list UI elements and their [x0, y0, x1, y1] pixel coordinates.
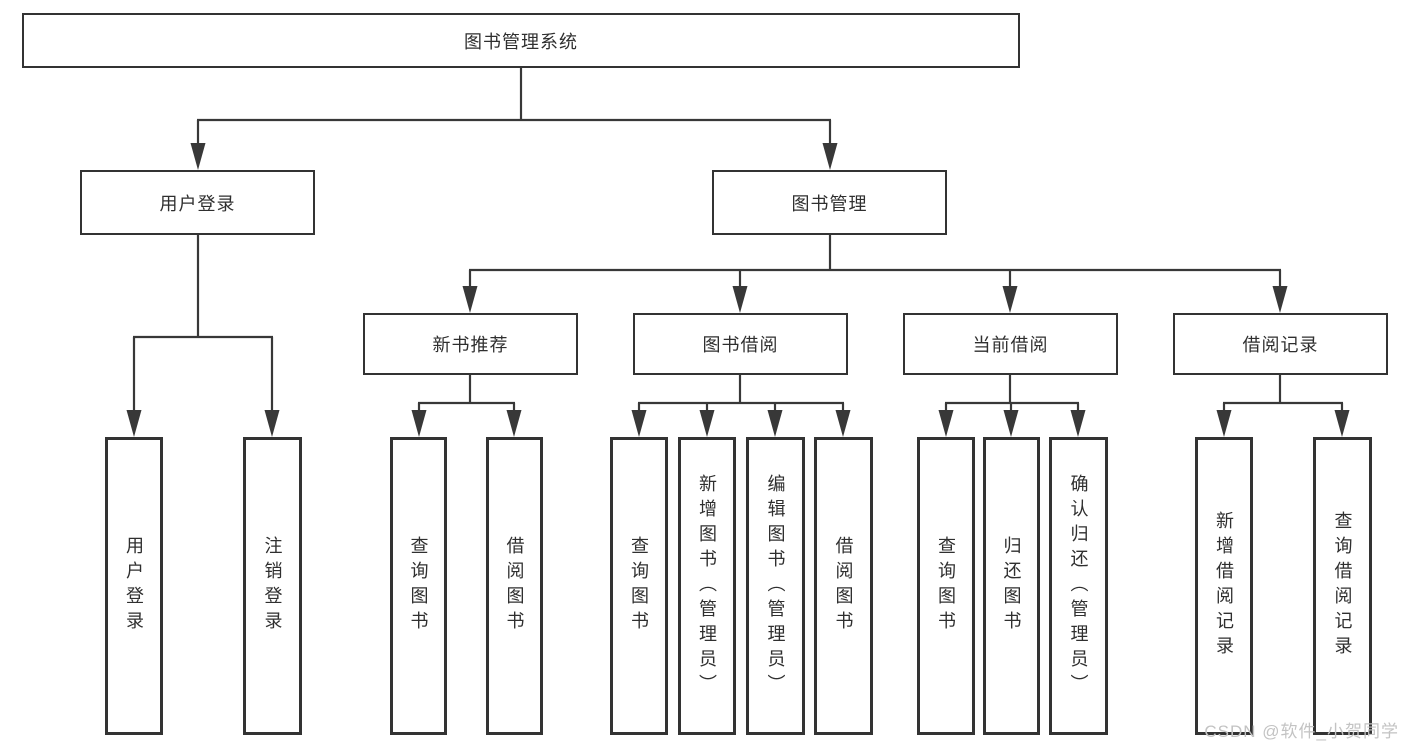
leaf-query-books-3: 查询图书 [917, 437, 975, 735]
leaf-query-borrow-record: 查询借阅记录 [1313, 437, 1372, 735]
leaf-borrow-books-1: 借阅图书 [486, 437, 543, 735]
leaf-edit-books-admin: 编辑图书（管理员） [746, 437, 805, 735]
leaf-query-books-2: 查询图书 [610, 437, 668, 735]
csdn-watermark: CSDN @软件_小贺同学 [1204, 722, 1399, 741]
leaf-borrow-books-2: 借阅图书 [814, 437, 873, 735]
connector-book-mgmt-to-level3 [462, 235, 1288, 313]
leaf-logout: 注销登录 [243, 437, 302, 735]
connector-root-to-level2 [190, 68, 838, 170]
node-user-login: 用户登录 [80, 170, 315, 235]
node-root: 图书管理系统 [22, 13, 1020, 68]
connector-current-borrow-to-leaves [938, 375, 1086, 437]
connector-book-borrow-to-leaves [631, 375, 851, 437]
node-book-management: 图书管理 [712, 170, 947, 235]
node-borrow-records: 借阅记录 [1173, 313, 1388, 375]
leaf-add-books-admin: 新增图书（管理员） [678, 437, 736, 735]
connector-borrow-records-to-leaves [1216, 375, 1350, 437]
leaf-confirm-return-admin: 确认归还（管理员） [1049, 437, 1108, 735]
node-new-book-recommend: 新书推荐 [363, 313, 578, 375]
leaf-add-borrow-record: 新增借阅记录 [1195, 437, 1253, 735]
connector-new-book-to-leaves [411, 375, 522, 437]
node-current-borrow: 当前借阅 [903, 313, 1118, 375]
leaf-user-login: 用户登录 [105, 437, 163, 735]
connector-user-login-to-leaves [126, 235, 280, 437]
node-book-borrow: 图书借阅 [633, 313, 848, 375]
leaf-query-books-1: 查询图书 [390, 437, 447, 735]
leaf-return-books: 归还图书 [983, 437, 1040, 735]
